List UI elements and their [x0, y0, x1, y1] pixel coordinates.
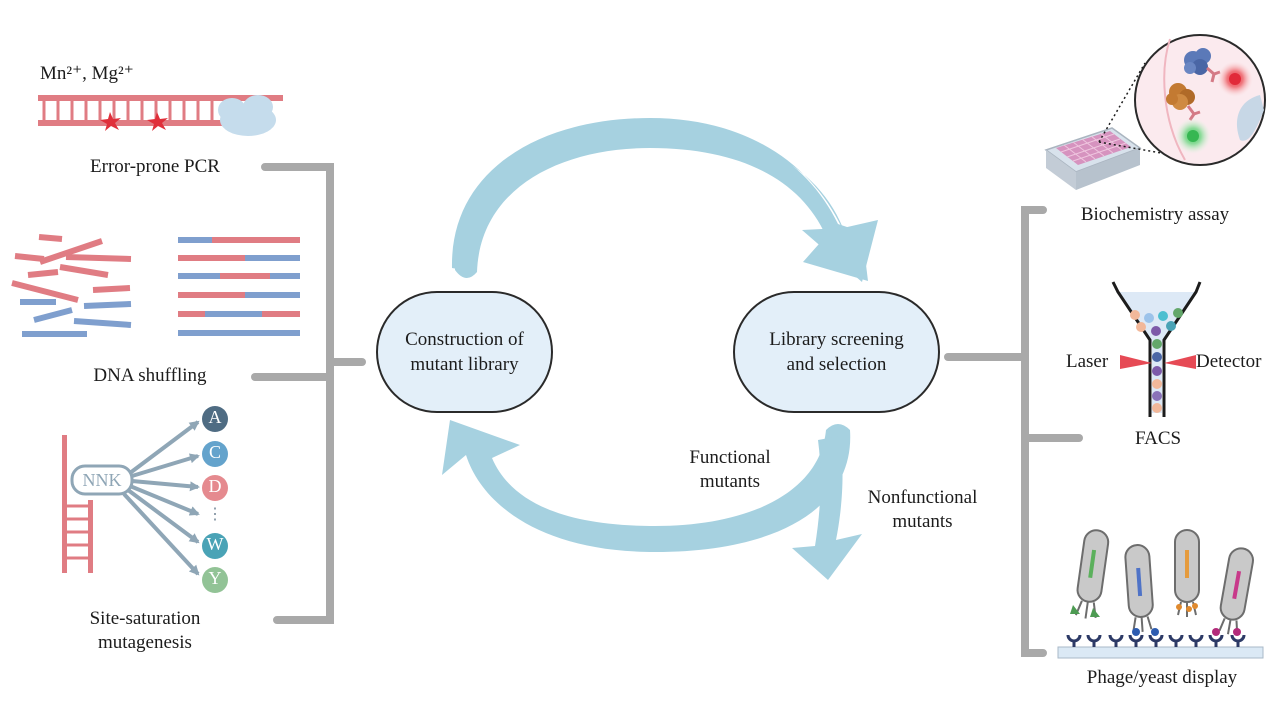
- screening-line2: and selection: [786, 354, 887, 375]
- amino-acid-a: A: [208, 407, 222, 427]
- nnk-arrows: [122, 420, 200, 576]
- amino-acid-letters: A C D ⋮ W Y: [202, 406, 228, 592]
- screening-line1: Library screening: [769, 329, 904, 350]
- protein-orange-icon: [1166, 83, 1195, 110]
- dna-fragments-icon: [11, 234, 132, 337]
- methods-bracket: [251, 163, 366, 624]
- nonfunctional-line2: mutants: [892, 511, 953, 532]
- construction-node: Construction of mutant library: [376, 291, 553, 413]
- nonfunctional-branch-arrow: [792, 436, 862, 580]
- site-saturation-label: Site-saturation mutagenesis: [60, 607, 230, 655]
- screening-node: Library screening and selection: [733, 291, 940, 413]
- cell-dots: [1130, 308, 1183, 413]
- functional-line1: Functional: [689, 447, 771, 468]
- well-plate-icon: [1044, 127, 1142, 190]
- detector-label: Detector: [1196, 351, 1262, 372]
- functional-mutants-label: Functional mutants: [670, 446, 790, 494]
- amino-acid-d: D: [208, 476, 222, 496]
- bottom-arrow: [442, 420, 851, 552]
- phage-display-icon: [1057, 529, 1264, 659]
- nonfunctional-mutants-label: Nonfunctional mutants: [850, 486, 995, 534]
- cycle-arrows: [442, 118, 878, 580]
- laser-label: Laser: [1066, 351, 1109, 372]
- amino-acid-c: C: [208, 442, 221, 462]
- laser-beam-icon: [1120, 355, 1152, 369]
- error-prone-pcr-label: Error-prone PCR: [90, 156, 220, 177]
- phage-yeast-display-label: Phage/yeast display: [1086, 667, 1238, 688]
- construction-line1: Construction of: [405, 329, 524, 350]
- screening-bracket: [944, 206, 1083, 657]
- nnk-codon-label: NNK: [82, 470, 122, 490]
- construction-line2: mutant library: [410, 354, 519, 375]
- amino-acid-ellipsis: ⋮: [207, 506, 223, 523]
- dna-shuffling-label: DNA shuffling: [93, 365, 207, 386]
- mutation-star-icon: [100, 112, 121, 131]
- cloud-icon: [218, 95, 276, 136]
- assay-zoom-circle: [1134, 34, 1266, 166]
- biochemistry-assay-label: Biochemistry assay: [1080, 204, 1230, 225]
- ladder-dna-icon: [62, 435, 93, 573]
- amino-acid-circles: [202, 406, 228, 593]
- protein-blue-icon: [1184, 48, 1211, 75]
- top-arrow: [454, 120, 868, 281]
- receptor-icons: [1066, 634, 1246, 647]
- site-saturation-line2: mutagenesis: [98, 632, 192, 653]
- functional-line2: mutants: [699, 471, 761, 492]
- amino-acid-w: W: [206, 534, 224, 554]
- flow-cytometer-icon: [1111, 281, 1202, 417]
- facs-label: FACS: [1134, 428, 1182, 449]
- site-saturation-line1: Site-saturation: [89, 608, 201, 629]
- shuffled-dna-icon: [178, 237, 300, 336]
- mutation-star-icon: [147, 112, 168, 131]
- amino-acid-y: Y: [208, 568, 222, 588]
- nonfunctional-line1: Nonfunctional: [867, 487, 978, 508]
- nnk-box: [70, 464, 134, 496]
- error-prone-pcr-icon: [38, 95, 283, 136]
- detector-beam-icon: [1164, 355, 1196, 369]
- ions-label: Mn²⁺, Mg²⁺: [40, 63, 134, 84]
